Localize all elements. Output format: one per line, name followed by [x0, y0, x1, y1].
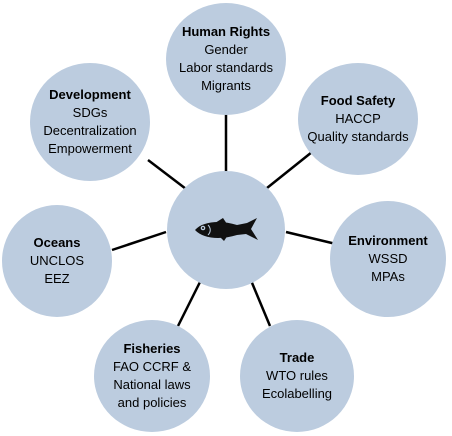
node-line: WSSD: [368, 251, 408, 266]
connector-development: [147, 159, 191, 193]
node-line: Labor standards: [179, 60, 273, 75]
fish-icon: [195, 218, 258, 241]
connector-oceans: [111, 230, 167, 252]
connector-food-safety: [261, 151, 313, 193]
node-line: National laws: [113, 377, 191, 392]
node-line: Ecolabelling: [261, 386, 333, 401]
node-title: Environment: [348, 233, 428, 248]
node-development: Development SDGs Decentralization Empowe…: [30, 63, 150, 181]
node-title: Food Safety: [320, 93, 396, 108]
connector-environment: [285, 230, 337, 246]
node-fisheries: Fisheries FAO CCRF & National laws and p…: [94, 320, 210, 432]
connector-trade: [248, 277, 272, 327]
node-title: Oceans: [33, 235, 81, 250]
node-title: Fisheries: [123, 341, 181, 356]
node-line: UNCLOS: [29, 253, 85, 268]
node-line: HACCP: [335, 111, 381, 126]
node-human-rights: Human Rights Gender Labor standards Migr…: [166, 3, 286, 115]
node-line: Migrants: [201, 78, 251, 93]
node-food-safety: Food Safety HACCP Quality standards: [298, 63, 418, 175]
node-line: Empowerment: [48, 141, 132, 156]
node-environment: Environment WSSD MPAs: [330, 201, 446, 317]
node-oceans: Oceans UNCLOS EEZ: [2, 205, 112, 317]
node-line: SDGs: [72, 105, 108, 120]
node-line: and policies: [117, 395, 187, 410]
node-title: Trade: [279, 350, 315, 365]
node-line: Decentralization: [43, 123, 137, 138]
node-title: Human Rights: [181, 24, 271, 39]
node-line: FAO CCRF &: [112, 359, 191, 374]
node-line: EEZ: [44, 271, 70, 286]
node-line: Gender: [204, 42, 248, 57]
node-line: Quality standards: [307, 129, 409, 144]
connector-fisheries: [176, 277, 204, 327]
center-hub: [167, 171, 285, 289]
node-line: MPAs: [371, 269, 405, 284]
node-title: Development: [49, 87, 131, 102]
node-trade: Trade WTO rules Ecolabelling: [240, 320, 354, 432]
node-line: WTO rules: [266, 368, 328, 383]
